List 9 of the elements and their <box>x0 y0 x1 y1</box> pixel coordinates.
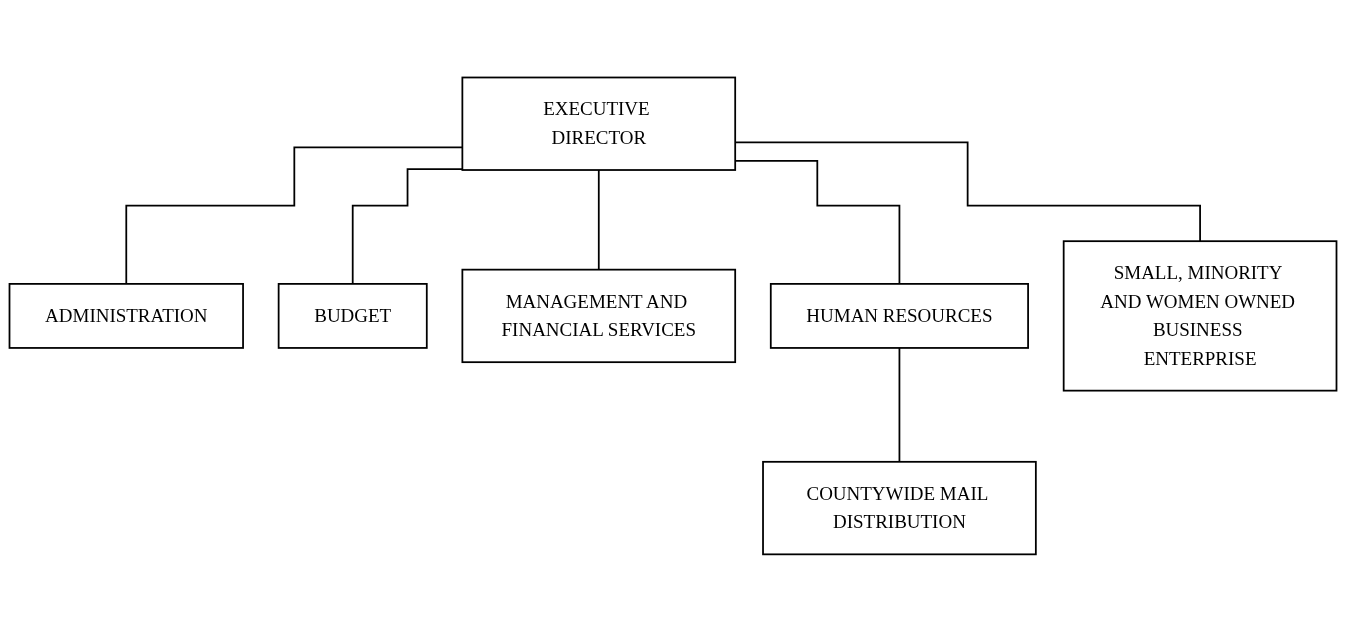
connector <box>898 346 901 463</box>
node-box: HUMAN RESOURCES <box>769 282 1029 349</box>
node-box: COUNTYWIDE MAIL DISTRIBUTION <box>762 460 1037 555</box>
node-box: BUDGET <box>277 282 428 349</box>
node-box: EXECUTIVE DIRECTOR <box>461 76 737 171</box>
node-box: MANAGEMENT AND FINANCIAL SERVICES <box>461 268 737 363</box>
node-box: SMALL, MINORITY AND WOMEN OWNED BUSINESS ENTERPRISE <box>1062 239 1338 392</box>
node-box: ADMINISTRATION <box>8 282 244 349</box>
connector <box>597 168 600 271</box>
